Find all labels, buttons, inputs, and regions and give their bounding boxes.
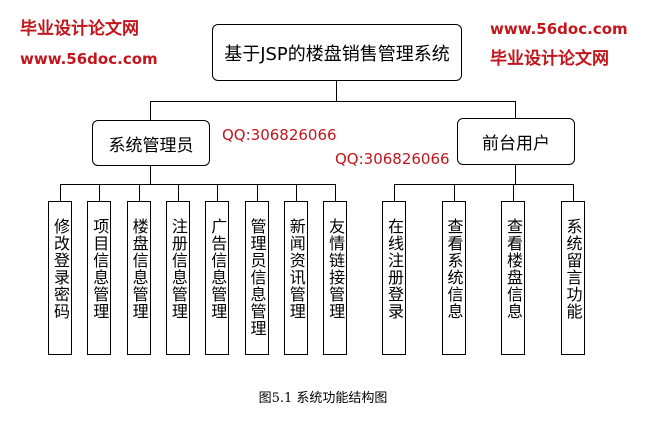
connector <box>60 184 61 201</box>
connector <box>515 165 516 184</box>
connector <box>336 81 337 101</box>
leaf-node: 在线注册登录 <box>382 201 406 355</box>
connector <box>150 101 151 120</box>
figure-caption: 图5.1 系统功能结构图 <box>258 391 388 406</box>
watermark-site: 毕业设计论文网 <box>490 49 609 69</box>
connector <box>572 184 574 201</box>
group-node-user: 前台用户 <box>457 118 575 165</box>
leaf-node: 查看系统信息 <box>441 201 466 355</box>
leaf-label: 查看系统信息 <box>444 218 464 320</box>
connector <box>513 184 514 201</box>
leaf-node: 系统留言功能 <box>560 201 585 355</box>
leaf-label: 友情链接管理 <box>326 218 346 320</box>
group-node-admin: 系统管理员 <box>92 120 210 166</box>
leaf-label: 修改登录密码 <box>51 218 70 320</box>
leaf-label: 项目信息管理 <box>90 218 110 320</box>
leaf-node: 注册信息管理 <box>165 201 190 355</box>
leaf-node: 新闻资讯管理 <box>283 201 308 355</box>
leaf-label: 在线注册登录 <box>385 218 404 320</box>
watermark-site: 毕业设计论文网 <box>20 19 139 39</box>
leaf-label: 新闻资讯管理 <box>286 218 306 320</box>
watermark-url: www.56doc.com <box>490 20 628 38</box>
connector <box>394 184 395 201</box>
leaf-label: 查看楼盘信息 <box>504 218 523 320</box>
connector <box>60 184 337 185</box>
connector <box>394 184 574 185</box>
connector <box>256 184 258 201</box>
group-label: 系统管理员 <box>108 135 194 156</box>
leaf-node: 友情链接管理 <box>323 201 348 355</box>
leaf-node: 楼盘信息管理 <box>126 201 151 355</box>
watermark-url: www.56doc.com <box>20 50 158 68</box>
connector <box>217 184 219 201</box>
connector <box>99 184 101 201</box>
group-label: 前台用户 <box>482 134 550 154</box>
connector <box>150 166 151 184</box>
leaf-label: 广告信息管理 <box>208 218 228 320</box>
leaf-label: 注册信息管理 <box>168 218 188 320</box>
leaf-node: 广告信息管理 <box>205 201 230 355</box>
watermark-qq: QQ:306826066 <box>335 150 450 168</box>
root-label: 基于JSP的楼盘销售管理系统 <box>224 43 450 65</box>
leaf-label: 管理员信息管理 <box>247 218 267 337</box>
connector <box>138 184 140 201</box>
leaf-node: 项目信息管理 <box>87 201 112 355</box>
leaf-label: 楼盘信息管理 <box>129 218 149 320</box>
connector <box>515 101 516 119</box>
leaf-node: 管理员信息管理 <box>244 201 269 355</box>
connector <box>453 184 455 201</box>
connector <box>295 184 297 201</box>
watermark-qq: QQ:306826066 <box>222 126 337 144</box>
leaf-node: 修改登录密码 <box>48 201 72 355</box>
connector <box>177 184 179 201</box>
connector <box>335 184 337 201</box>
leaf-node: 查看楼盘信息 <box>501 201 525 355</box>
leaf-label: 系统留言功能 <box>563 218 583 320</box>
connector <box>150 101 516 102</box>
root-node: 基于JSP的楼盘销售管理系统 <box>212 24 462 81</box>
